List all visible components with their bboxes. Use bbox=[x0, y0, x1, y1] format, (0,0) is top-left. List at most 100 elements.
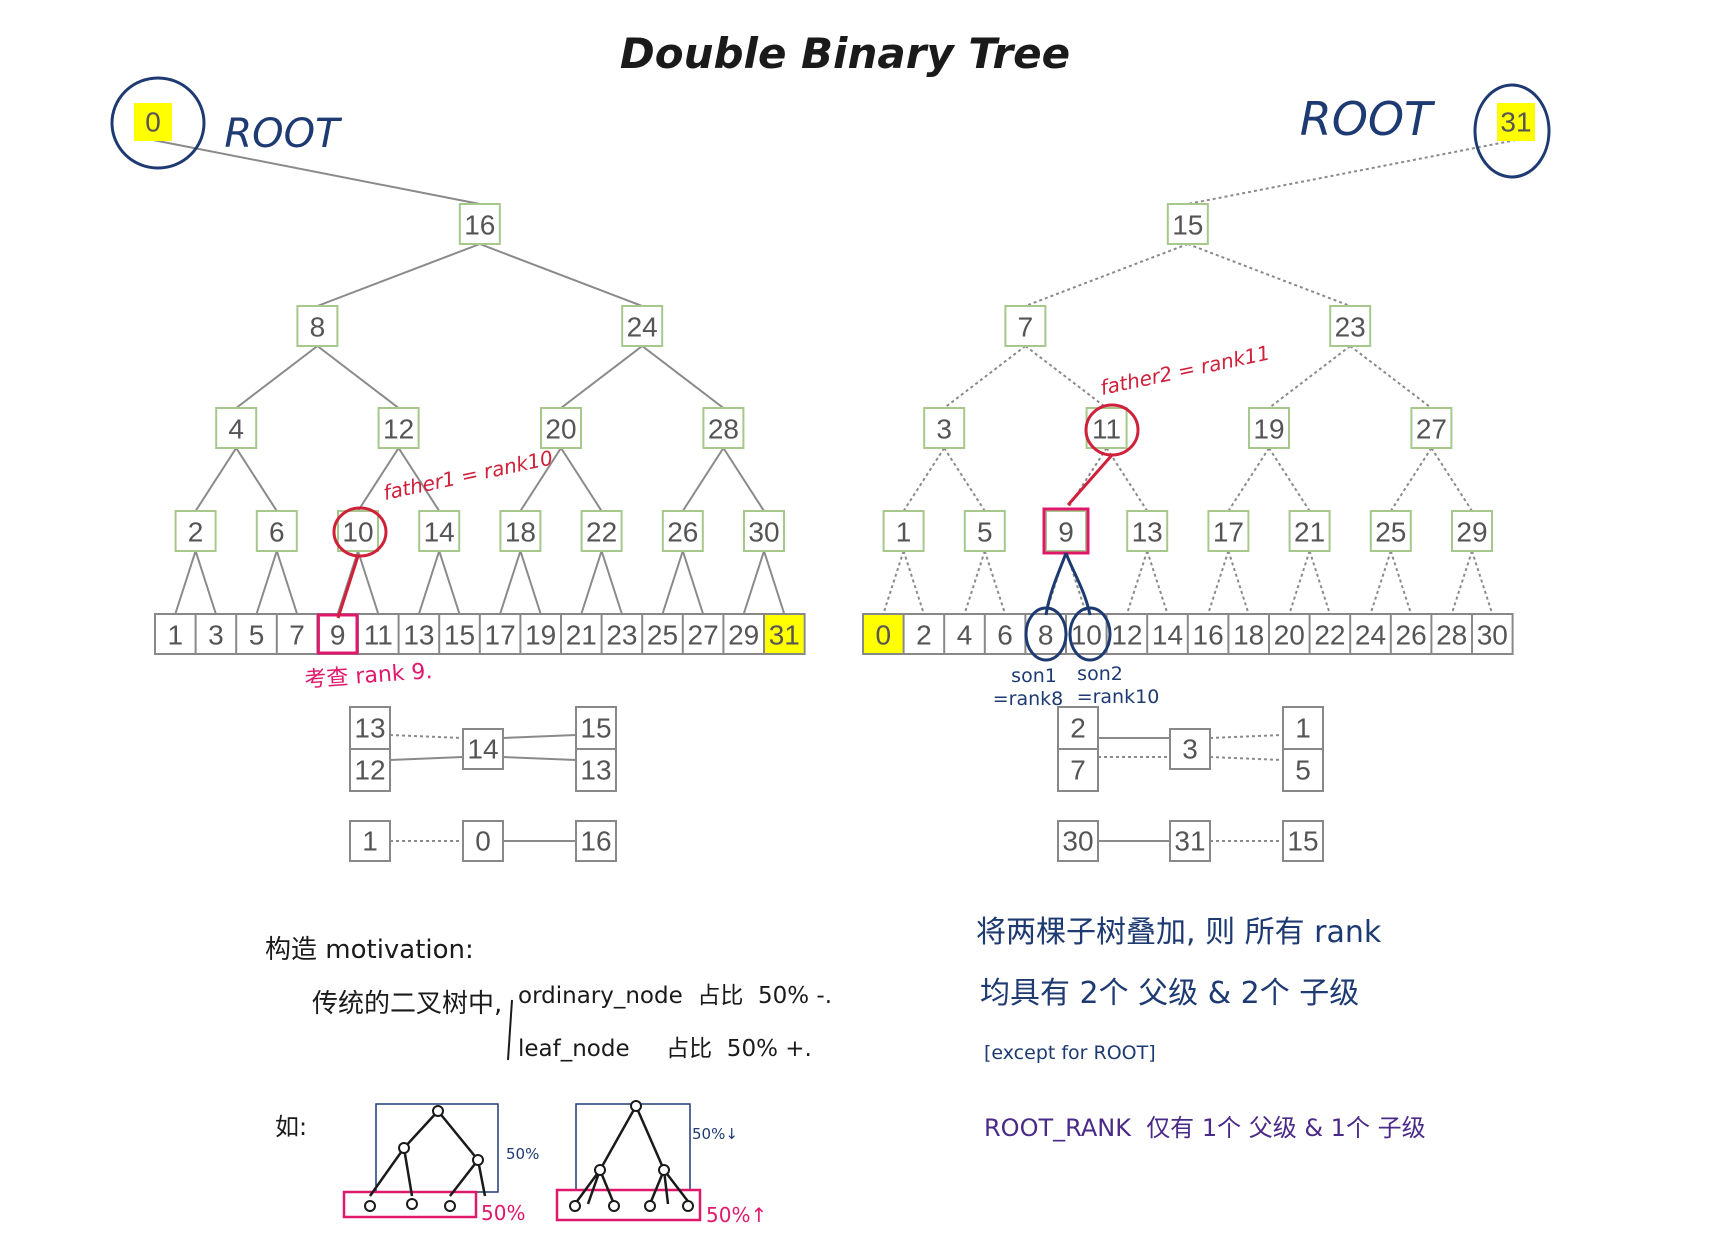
left_tree-leaf-label: 11 bbox=[364, 620, 393, 651]
left_tree-leaf-label: 19 bbox=[525, 620, 556, 651]
right-father-link bbox=[1066, 454, 1114, 506]
left-table-top-left: 13 bbox=[354, 713, 385, 744]
right_tree-root-label: 31 bbox=[1500, 107, 1531, 138]
right_tree-leaf-label: 14 bbox=[1152, 620, 1183, 651]
left_tree-node-l4-box bbox=[418, 510, 461, 552]
left_tree-edge-l4-leaf bbox=[580, 550, 603, 615]
right_tree-edge-l4-leaf bbox=[1288, 550, 1311, 615]
left_tree-leaf-label: 1 bbox=[168, 620, 184, 651]
example-a-bottom-pct: 50% bbox=[481, 1201, 525, 1225]
left_tree-edge-l4-leaf bbox=[275, 550, 299, 615]
left_tree-node-l4-box bbox=[499, 510, 542, 552]
left_tree-node-l3-label: 4 bbox=[228, 414, 244, 445]
left-row-a: 1 bbox=[362, 826, 378, 857]
left-table-bottom-left: 12 bbox=[354, 755, 385, 786]
right-son2-circle bbox=[1068, 606, 1112, 662]
right-table-bottom-left: 7 bbox=[1070, 755, 1086, 786]
notes-right-line3: [except for ROOT] bbox=[984, 1042, 1156, 1064]
right_tree-edge-l4-leaf bbox=[1471, 550, 1494, 615]
left_tree-edge-l4-leaf bbox=[194, 550, 217, 615]
right_tree-node-l4-box bbox=[1207, 510, 1250, 552]
right-rank-table: 2 7 3 1 5 bbox=[1057, 706, 1324, 792]
right_tree-leaf-label: 4 bbox=[957, 620, 973, 651]
left_tree-node-l4-box bbox=[255, 510, 298, 552]
left_tree-node-l4-label: 6 bbox=[269, 517, 285, 548]
right-table-top-right: 1 bbox=[1295, 713, 1311, 744]
right-row-b: 31 bbox=[1174, 826, 1205, 857]
right_tree-leaf-label: 26 bbox=[1396, 620, 1427, 651]
right_tree-node-l3-label: 19 bbox=[1253, 414, 1284, 445]
right_tree-edge-root bbox=[1187, 139, 1517, 205]
right_tree-edge-l4-leaf bbox=[882, 550, 905, 615]
right_tree-leaf-label: 0 bbox=[876, 620, 892, 651]
right_tree-edge-l3-l4 bbox=[943, 447, 986, 512]
right_tree-node-l4-label: 17 bbox=[1213, 517, 1244, 548]
left_tree-node-l3-label: 28 bbox=[708, 414, 739, 445]
right_tree-leaf-label: 12 bbox=[1111, 620, 1142, 651]
left-rank-table: 13 12 14 15 13 bbox=[349, 706, 617, 792]
left_tree-edge-l1-l2 bbox=[479, 243, 643, 307]
left_tree-node-l4-label: 18 bbox=[505, 517, 536, 548]
left_tree-edge-l2-l3 bbox=[316, 345, 400, 409]
left_tree-edge-l3-l4 bbox=[357, 447, 400, 512]
left_tree-edge-l4-leaf bbox=[742, 550, 765, 615]
right_tree-node-l4-box bbox=[963, 510, 1006, 552]
notes-right-line4: ROOT_RANK 仅有 1个 父级 & 1个 子级 bbox=[984, 1114, 1426, 1142]
left_tree-leaf-label: 13 bbox=[403, 620, 434, 651]
left_tree-node-l3-box bbox=[702, 407, 745, 449]
example-b-top-pct: 50%↓ bbox=[692, 1125, 738, 1143]
right-row-c: 15 bbox=[1287, 826, 1318, 857]
left_tree-node-l3-label: 12 bbox=[383, 414, 414, 445]
right_tree-node-l2-box bbox=[1329, 305, 1372, 347]
left-row-b: 0 bbox=[475, 826, 491, 857]
left_tree-root-highlight bbox=[134, 103, 172, 141]
right_tree-node-l4-label: 21 bbox=[1294, 517, 1325, 548]
left_tree-node-l1-box bbox=[458, 203, 501, 245]
left_tree-edge-l3-l4 bbox=[681, 447, 725, 512]
right_tree-node-l2-box bbox=[1004, 305, 1047, 347]
example-tree-b: 50%↓ 50%↑ bbox=[555, 1100, 767, 1227]
example-tree-a: 50% 50% bbox=[342, 1103, 539, 1225]
right-son-links bbox=[1044, 552, 1092, 616]
right_tree-edge-l4-leaf bbox=[1389, 550, 1413, 615]
left_tree-edge-l2-l3 bbox=[560, 345, 643, 409]
right_tree-edge-l4-leaf bbox=[1065, 550, 1088, 615]
right_tree-node-l4-label: 9 bbox=[1058, 517, 1074, 548]
right-son2-note-line2: =rank10 bbox=[1077, 686, 1160, 708]
left_tree-leaf-label: 15 bbox=[444, 620, 475, 651]
right_tree-leaf-label: 2 bbox=[916, 620, 932, 651]
left_tree-node-l4-label: 30 bbox=[748, 517, 779, 548]
left_tree-edge-l4-leaf bbox=[255, 550, 278, 615]
left_tree-edge-l3-l4 bbox=[560, 447, 603, 512]
right_tree-node-l3-box bbox=[1410, 407, 1453, 449]
right_tree-edge-l4-leaf bbox=[1125, 550, 1149, 615]
right-root-row: 30 31 15 bbox=[1057, 820, 1324, 862]
left_tree-node-l2-label: 24 bbox=[627, 312, 658, 343]
left_tree-leaf-label: 25 bbox=[647, 620, 678, 651]
right-son1-note-line2: =rank8 bbox=[993, 688, 1064, 710]
right_tree-leaf-label: 24 bbox=[1355, 620, 1386, 651]
left_tree-edge-l1-l2 bbox=[317, 243, 481, 307]
left-root-label: ROOT bbox=[224, 111, 343, 157]
example-b-bottom-pct: 50%↑ bbox=[706, 1203, 767, 1227]
left-root-circle bbox=[110, 76, 206, 170]
right_tree-node-l2-label: 7 bbox=[1018, 312, 1034, 343]
left_tree-edge-l4-leaf bbox=[438, 550, 461, 615]
left_tree-edge-l4-leaf bbox=[681, 550, 705, 615]
left_tree-edge-l4-leaf bbox=[661, 550, 684, 615]
left_tree-node-l3-box bbox=[540, 407, 582, 449]
left_tree-leaf-label: 5 bbox=[249, 620, 265, 651]
right_tree-leaf-label: 8 bbox=[1038, 620, 1054, 651]
right_tree-node-l4-label: 25 bbox=[1375, 517, 1406, 548]
left_tree-edge-l3-l4 bbox=[194, 447, 238, 512]
right_tree-edge-l1-l2 bbox=[1025, 243, 1189, 307]
right_tree-node-l1-box bbox=[1166, 203, 1209, 245]
left_tree-leaf-highlight bbox=[765, 615, 804, 653]
left-table-center: 14 bbox=[467, 734, 498, 765]
right_tree-node-l4-box bbox=[1126, 510, 1169, 552]
left_tree-edge-l2-l3 bbox=[235, 345, 319, 409]
right-tree-edges bbox=[882, 139, 1517, 615]
right_tree-leaf-label: 28 bbox=[1436, 620, 1467, 651]
